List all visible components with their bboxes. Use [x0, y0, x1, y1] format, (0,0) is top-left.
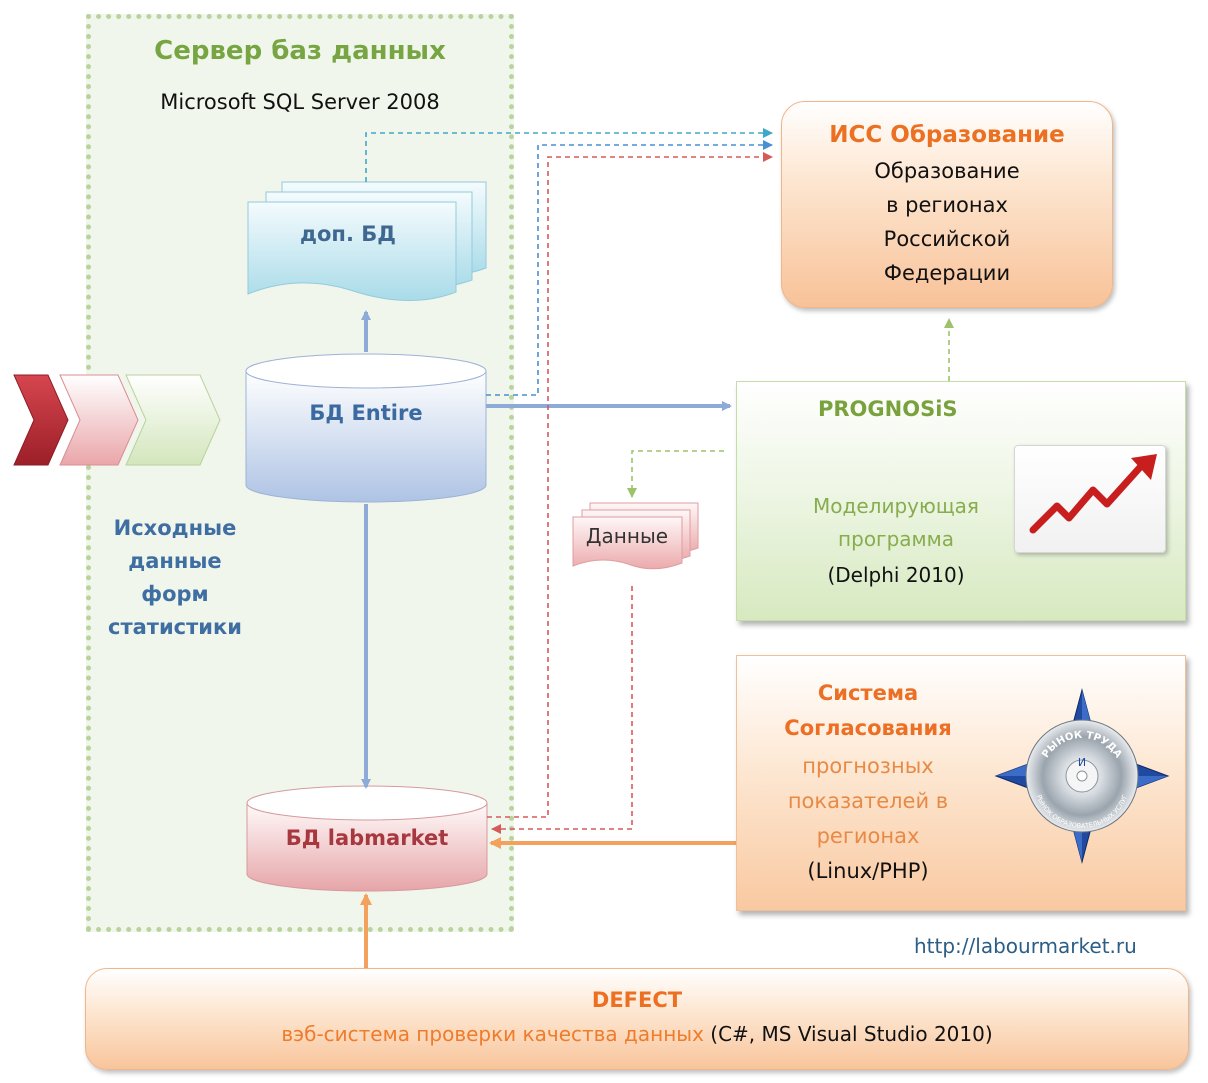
- labmarket-db-label: БД labmarket: [285, 826, 449, 850]
- iss-line: Образование: [874, 159, 1020, 183]
- sogl-line2: Согласования: [784, 716, 952, 740]
- source-line: статистики: [108, 615, 242, 639]
- server-title: Сервер баз данных: [154, 36, 446, 66]
- iss-line: Российской: [883, 227, 1011, 251]
- defect-subtitle-tech: (C#, MS Visual Studio 2010): [710, 1022, 993, 1046]
- dop-db-label: доп. БД: [300, 222, 396, 246]
- labour-market-compass-logo: РЫНОК ТРУДА И РЫНОК ОБРАЗОВАТЕЛЬНЫХ УСЛУ…: [994, 688, 1170, 864]
- defect-subtitle: вэб-система проверки качества данных (C#…: [86, 1022, 1188, 1046]
- defect-title: DEFECT: [591, 988, 683, 1012]
- dashed-data-to-labmarket: [491, 586, 633, 834]
- sogl-line3: прогнозных: [802, 754, 934, 778]
- dashed-dopdb-to-iss: [365, 128, 773, 182]
- defect-box: DEFECT вэб-система проверки качества дан…: [85, 968, 1189, 1070]
- dashed-entire-to-iss: [486, 140, 773, 396]
- growth-chart-icon: [1014, 445, 1166, 553]
- source-data-label: Исходные данные форм статистики: [90, 512, 260, 644]
- sogl-line5: регионах: [816, 824, 920, 848]
- sogl-line6: (Linux/PHP): [807, 859, 929, 883]
- site-url: http://labourmarket.ru: [914, 934, 1137, 958]
- source-chevrons: [13, 374, 221, 466]
- iss-line: Федерации: [883, 261, 1011, 285]
- prognosis-desc-line1: Моделирующая: [813, 494, 979, 518]
- dashed-labmarket-to-iss: [487, 152, 773, 818]
- source-line: данные: [128, 549, 222, 573]
- dashed-prognosis-to-data: [627, 450, 724, 498]
- sogl-line4: показателей в: [787, 789, 949, 813]
- entire-db-cylinder: [245, 353, 487, 503]
- prognosis-tech: (Delphi 2010): [827, 563, 965, 587]
- iss-line: в регионах: [886, 193, 1008, 217]
- prognosis-title: PROGNOSiS: [818, 397, 958, 421]
- data-docs-label: Данные: [585, 524, 669, 548]
- additional-db-documents: [247, 181, 487, 302]
- server-subtitle: Microsoft SQL Server 2008: [160, 90, 440, 114]
- prognosis-desc-line2: программа: [838, 527, 954, 551]
- sogl-line1: Система: [817, 681, 919, 705]
- source-line: Исходные: [113, 516, 237, 540]
- iss-title: ИСС Образование: [829, 122, 1065, 148]
- defect-subtitle-main: вэб-система проверки качества данных: [281, 1022, 704, 1046]
- entire-db-label: БД Entire: [309, 401, 423, 425]
- iss-education-box: ИСС Образование Образование в регионах Р…: [781, 101, 1113, 308]
- labmarket-db-cylinder: [246, 785, 488, 892]
- source-line: форм: [141, 582, 209, 606]
- badge-center-text: И: [1078, 756, 1086, 769]
- data-documents: [572, 502, 699, 570]
